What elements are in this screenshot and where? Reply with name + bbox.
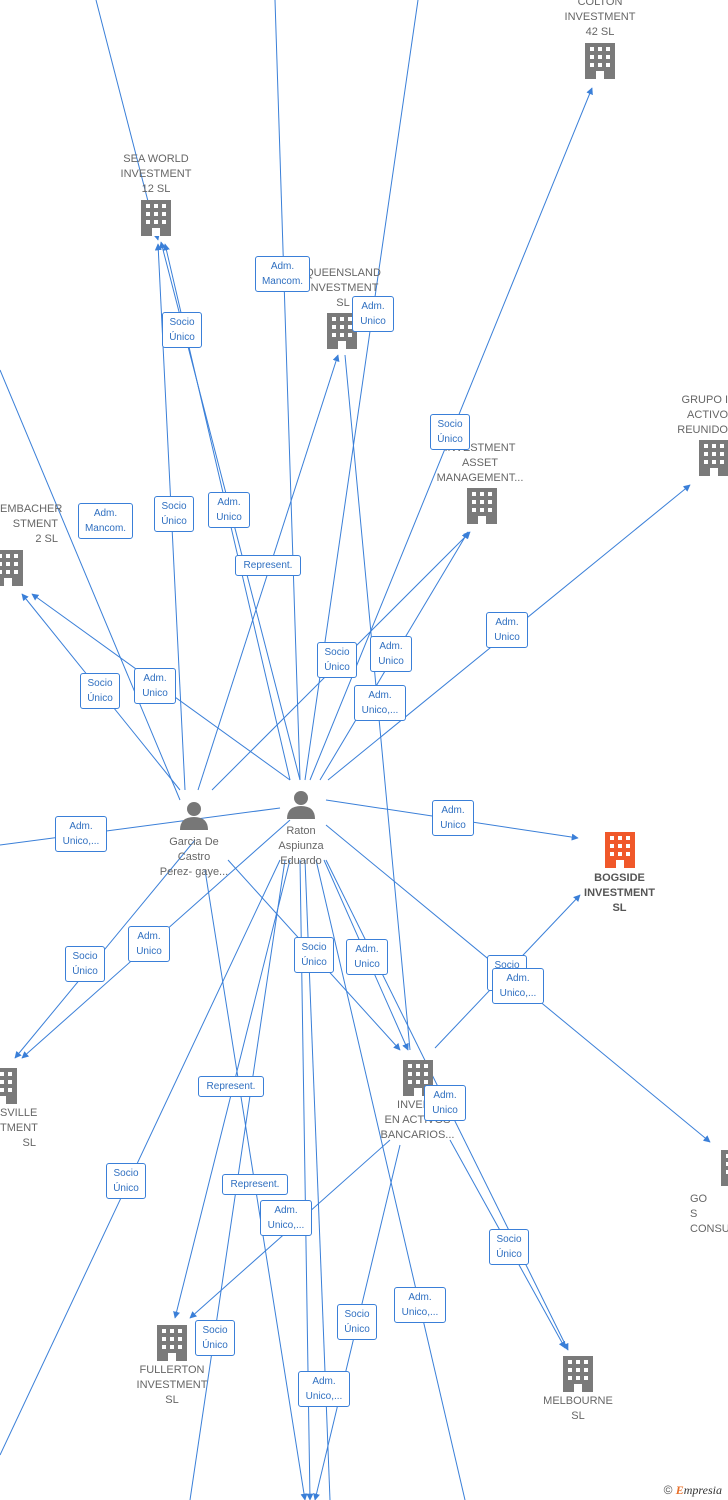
edge [14, 839, 196, 1059]
company-label: EMBACHER STMENT 2 SL [0, 503, 63, 545]
company-node[interactable]: GO S CONSU [690, 1150, 728, 1237]
company-node[interactable]: INVESTMENT ASSET MANAGEMENT... [430, 441, 530, 524]
brand-logo: Empresia [676, 1483, 722, 1497]
company-node[interactable]: COLTON INVESTMENT 42 SL [555, 0, 645, 79]
relation-label[interactable]: Socio Único [195, 1320, 235, 1356]
edge [315, 859, 466, 1500]
person-node[interactable]: Garcia De Castro Perez- gaye... [146, 800, 242, 880]
building-icon [585, 43, 615, 79]
relation-label[interactable]: Socio Único [317, 642, 357, 678]
building-icon [0, 1068, 17, 1104]
relation-label[interactable]: Adm. Unico [128, 926, 170, 962]
relation-label[interactable]: Adm. Unico [352, 296, 394, 332]
company-node[interactable]: FULLERTON INVESTMENT SL [126, 1325, 218, 1408]
relation-label[interactable]: Adm. Unico [370, 636, 412, 672]
relation-label[interactable]: Adm. Unico,... [354, 685, 406, 721]
company-node[interactable]: QUEENSLAND INVESTMENT SL [298, 266, 388, 349]
relation-label[interactable]: Socio Único [489, 1229, 529, 1265]
relation-label[interactable]: Socio Único [106, 1163, 146, 1199]
company-label: GO S CONSU [690, 1193, 728, 1235]
company-node[interactable]: MELBOURNE SL [532, 1356, 624, 1424]
relation-label[interactable]: Socio Único [65, 946, 105, 982]
relation-label[interactable]: Adm. Unico,... [260, 1200, 312, 1236]
company-node[interactable]: SEA WORLD INVESTMENT 12 SL [111, 152, 201, 236]
focus-company-node[interactable]: BOGSIDE INVESTMENT SL [572, 832, 667, 916]
company-label: SEA WORLD INVESTMENT 12 SL [120, 153, 192, 195]
edge [0, 807, 281, 846]
edge [0, 369, 181, 801]
relation-label[interactable]: Adm. Unico [134, 668, 176, 704]
building-icon [467, 488, 497, 524]
company-label: COLTON INVESTMENT 42 SL [564, 0, 636, 38]
building-icon [157, 1325, 187, 1361]
company-label: INVESTMENT ASSET MANAGEMENT... [436, 442, 524, 484]
relation-label[interactable]: Adm. Mancom. [255, 256, 310, 292]
relation-label[interactable]: Socio Único [337, 1304, 377, 1340]
building-icon [699, 440, 728, 476]
company-node[interactable]: GRUPO I ACTIVO REUNIDO [672, 393, 728, 476]
building-icon [604, 832, 635, 868]
building-icon [721, 1150, 728, 1186]
relation-label[interactable]: Adm. Unico [424, 1085, 466, 1121]
relation-label[interactable]: Adm. Unico,... [492, 968, 544, 1004]
building-icon [563, 1356, 593, 1392]
relation-label[interactable]: Adm. Unico [486, 612, 528, 648]
relation-label[interactable]: Adm. Mancom. [78, 503, 133, 539]
edge [274, 0, 301, 781]
company-label: QUEENSLAND INVESTMENT SL [305, 267, 381, 309]
relation-label[interactable]: Adm. Unico,... [55, 816, 107, 852]
company-label: MELBOURNE SL [543, 1395, 613, 1422]
building-icon [141, 200, 171, 236]
relation-label[interactable]: Adm. Unico [208, 492, 250, 528]
relation-label[interactable]: Socio Único [80, 673, 120, 709]
person-icon [180, 802, 208, 830]
company-label: SVILLE TMENT SL [0, 1107, 38, 1149]
copyright-symbol: © [663, 1483, 673, 1497]
person-node[interactable]: Raton Aspiunza Eduardo [256, 789, 346, 869]
company-label: FULLERTON INVESTMENT SL [136, 1364, 208, 1406]
relation-label[interactable]: Represent. [235, 555, 301, 576]
relation-label[interactable]: Socio Único [154, 496, 194, 532]
relation-label[interactable]: Socio Único [430, 414, 470, 450]
footer-brand: © Empresia [664, 1483, 722, 1498]
relation-label[interactable]: Socio Único [162, 312, 202, 348]
company-label: BOGSIDE INVESTMENT SL [584, 872, 655, 914]
relation-label[interactable]: Adm. Unico [346, 939, 388, 975]
relation-label[interactable]: Adm. Unico,... [298, 1371, 350, 1407]
relation-label[interactable]: Socio Único [294, 937, 334, 973]
relation-label[interactable]: Represent. [222, 1174, 288, 1195]
brand-initial: E [675, 1483, 684, 1497]
company-node[interactable]: EMBACHER STMENT 2 SL [0, 502, 62, 586]
building-icon [403, 1060, 433, 1096]
relation-label[interactable]: Adm. Unico,... [394, 1287, 446, 1323]
relation-label[interactable]: Adm. Unico [432, 800, 474, 836]
edge [0, 859, 281, 1456]
person-label: Garcia De Castro Perez- gaye... [159, 836, 229, 878]
company-label: GRUPO I ACTIVO REUNIDO [677, 394, 728, 436]
person-icon [287, 791, 315, 819]
company-node[interactable]: SVILLE TMENT SL [0, 1068, 40, 1151]
relation-label[interactable]: Represent. [198, 1076, 264, 1097]
building-icon [0, 550, 23, 586]
person-label: Raton Aspiunza Eduardo [278, 825, 324, 867]
brand-name: mpresia [683, 1483, 722, 1497]
